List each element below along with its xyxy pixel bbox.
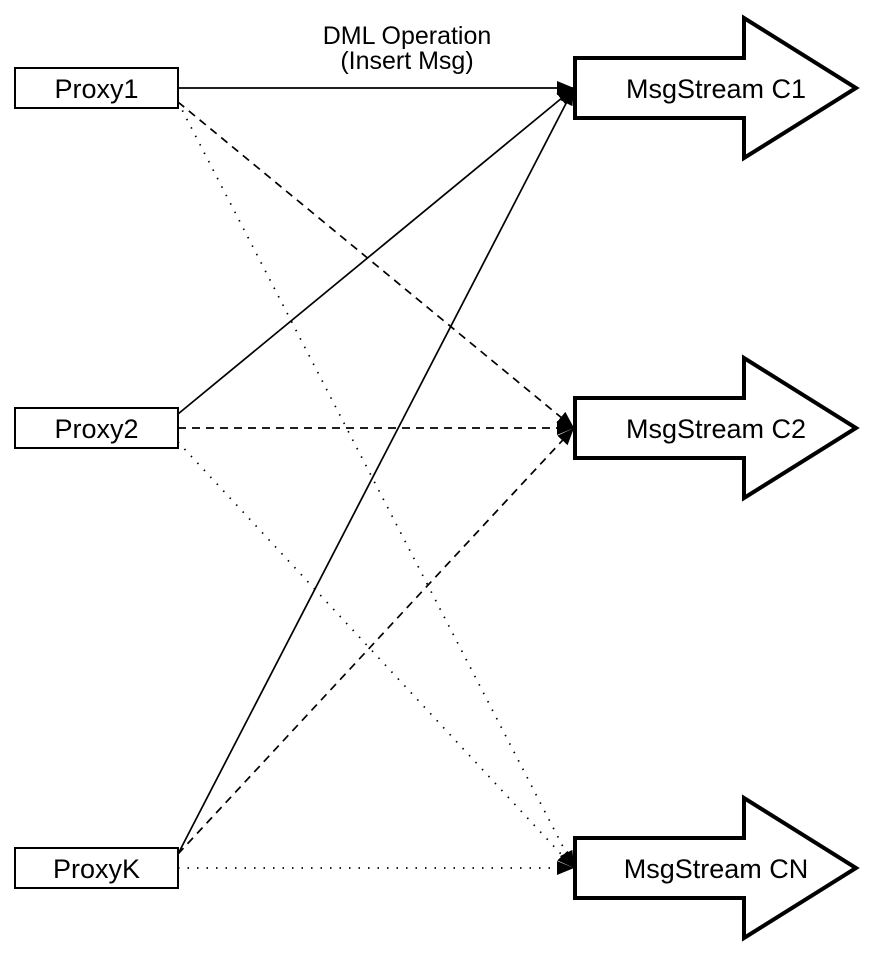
msgstream-cn-arrow-shape — [573, 794, 860, 942]
proxy2-label: Proxy2 — [54, 414, 138, 444]
proxy1-node: Proxy1 — [14, 67, 179, 109]
proxy2-node: Proxy2 — [14, 407, 179, 449]
msgstream-c1-node: MsgStream C1 — [573, 14, 860, 162]
proxy1-box — [14, 67, 179, 109]
proxy2-box — [14, 407, 179, 449]
msgstream-c1-label: MsgStream C1 — [626, 74, 806, 104]
proxyk-box — [14, 847, 179, 889]
proxyk-node: ProxyK — [14, 847, 179, 889]
diagram-title-line2: (Insert Msg) — [340, 47, 473, 75]
edge-proxy1-c2 — [177, 101, 575, 429]
msgstream-c1-arrow-shape — [573, 14, 860, 162]
msgstream-cn-node: MsgStream CN — [573, 794, 860, 942]
edge-proxy2-cn — [177, 441, 575, 869]
edge-proxyk-c2 — [177, 427, 575, 855]
msgstream-c2-node: MsgStream C2 — [573, 354, 860, 502]
edge-proxy1-cn — [177, 101, 575, 869]
msgstream-c2-arrow-shape — [573, 354, 860, 502]
msgstream-c2-label: MsgStream C2 — [626, 414, 806, 444]
edge-proxy2-c1 — [177, 87, 575, 415]
proxyk-label: ProxyK — [53, 854, 140, 884]
msgstream-cn-label: MsgStream CN — [624, 854, 809, 884]
diagram-title-line1: DML Operation — [323, 22, 492, 50]
proxy1-label: Proxy1 — [54, 74, 138, 104]
edge-proxyk-c1 — [177, 87, 575, 855]
